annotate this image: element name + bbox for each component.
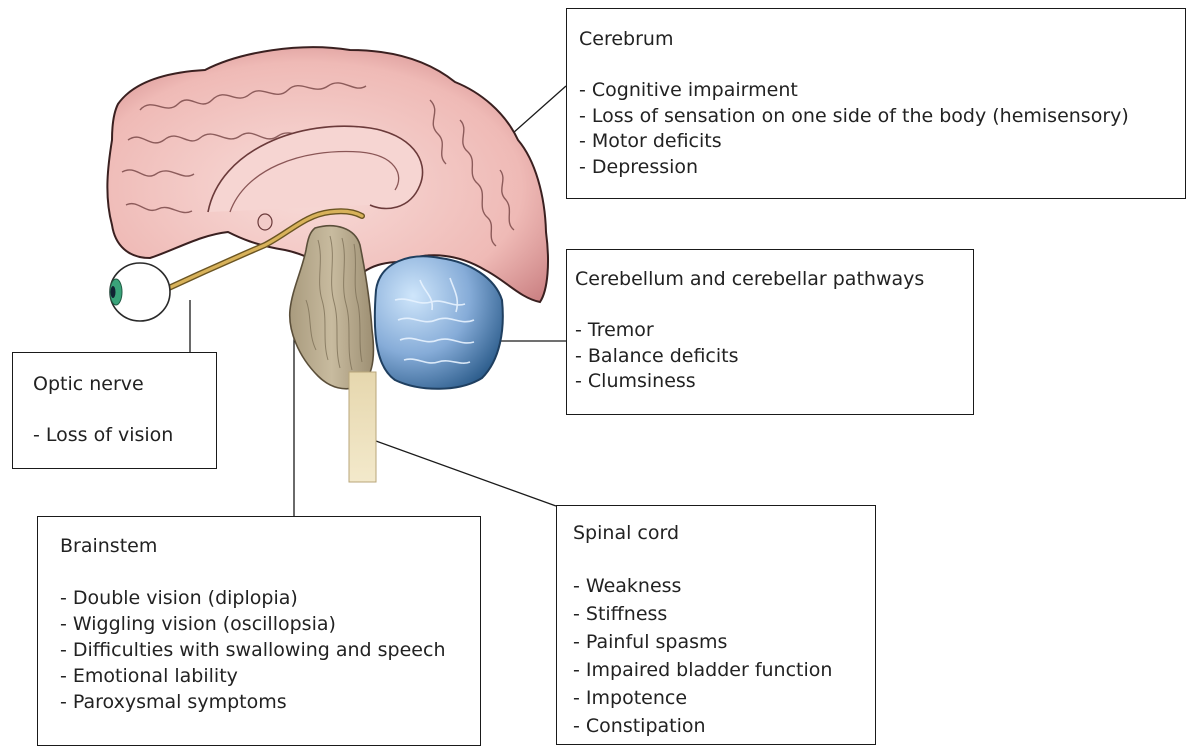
symptom-item: - Difficulties with swallowing and speec… bbox=[60, 637, 480, 663]
symptom-item: - Weakness bbox=[573, 572, 875, 600]
eye-shape bbox=[110, 263, 170, 321]
symptom-item: - Emotional lability bbox=[60, 663, 480, 689]
symptom-item: - Double vision (diplopia) bbox=[60, 585, 480, 611]
symptom-item: - Loss of sensation on one side of the b… bbox=[579, 104, 1185, 130]
symptom-item: - Clumsiness bbox=[575, 369, 973, 395]
spinal-cord-leader bbox=[376, 441, 556, 506]
optic-nerve-symptom-list: - Loss of vision bbox=[33, 423, 216, 449]
cerebrum-title: Cerebrum bbox=[579, 26, 1185, 52]
symptom-item: - Impotence bbox=[573, 684, 875, 712]
optic-nerve-title: Optic nerve bbox=[33, 371, 216, 397]
symptom-item: - Stiffness bbox=[573, 600, 875, 628]
symptom-item: - Cognitive impairment bbox=[579, 78, 1185, 104]
symptom-item: - Paroxysmal symptoms bbox=[60, 689, 480, 715]
cerebrum-symptom-list: - Cognitive impairment - Loss of sensati… bbox=[579, 78, 1185, 180]
spinal-cord-box: Spinal cord - Weakness - Stiffness - Pai… bbox=[556, 505, 876, 745]
spinal-cord-symptom-list: - Weakness - Stiffness - Painful spasms … bbox=[573, 572, 875, 740]
symptom-item: - Depression bbox=[579, 155, 1185, 181]
optic-nerve-box: Optic nerve - Loss of vision bbox=[12, 352, 217, 469]
brainstem-box: Brainstem - Double vision (diplopia) - W… bbox=[37, 516, 481, 746]
symptom-item: - Wiggling vision (oscillopsia) bbox=[60, 611, 480, 637]
symptom-item: - Motor deficits bbox=[579, 129, 1185, 155]
spinal-cord-title: Spinal cord bbox=[573, 520, 875, 546]
cerebrum-box: Cerebrum - Cognitive impairment - Loss o… bbox=[566, 8, 1186, 199]
brainstem-title: Brainstem bbox=[60, 533, 480, 559]
symptom-item: - Painful spasms bbox=[573, 628, 875, 656]
symptom-item: - Loss of vision bbox=[33, 423, 216, 449]
symptom-item: - Balance deficits bbox=[575, 344, 973, 370]
symptom-item: - Constipation bbox=[573, 712, 875, 740]
spinal-cord-shape bbox=[349, 372, 376, 482]
symptom-item: - Tremor bbox=[575, 318, 973, 344]
cerebellum-shape bbox=[375, 256, 503, 388]
brainstem-symptom-list: - Double vision (diplopia) - Wiggling vi… bbox=[60, 585, 480, 715]
cerebellum-title: Cerebellum and cerebellar pathways bbox=[575, 266, 973, 292]
cerebellum-symptom-list: - Tremor - Balance deficits - Clumsiness bbox=[575, 318, 973, 395]
cerebellum-box: Cerebellum and cerebellar pathways - Tre… bbox=[566, 249, 974, 415]
symptom-item: - Impaired bladder function bbox=[573, 656, 875, 684]
